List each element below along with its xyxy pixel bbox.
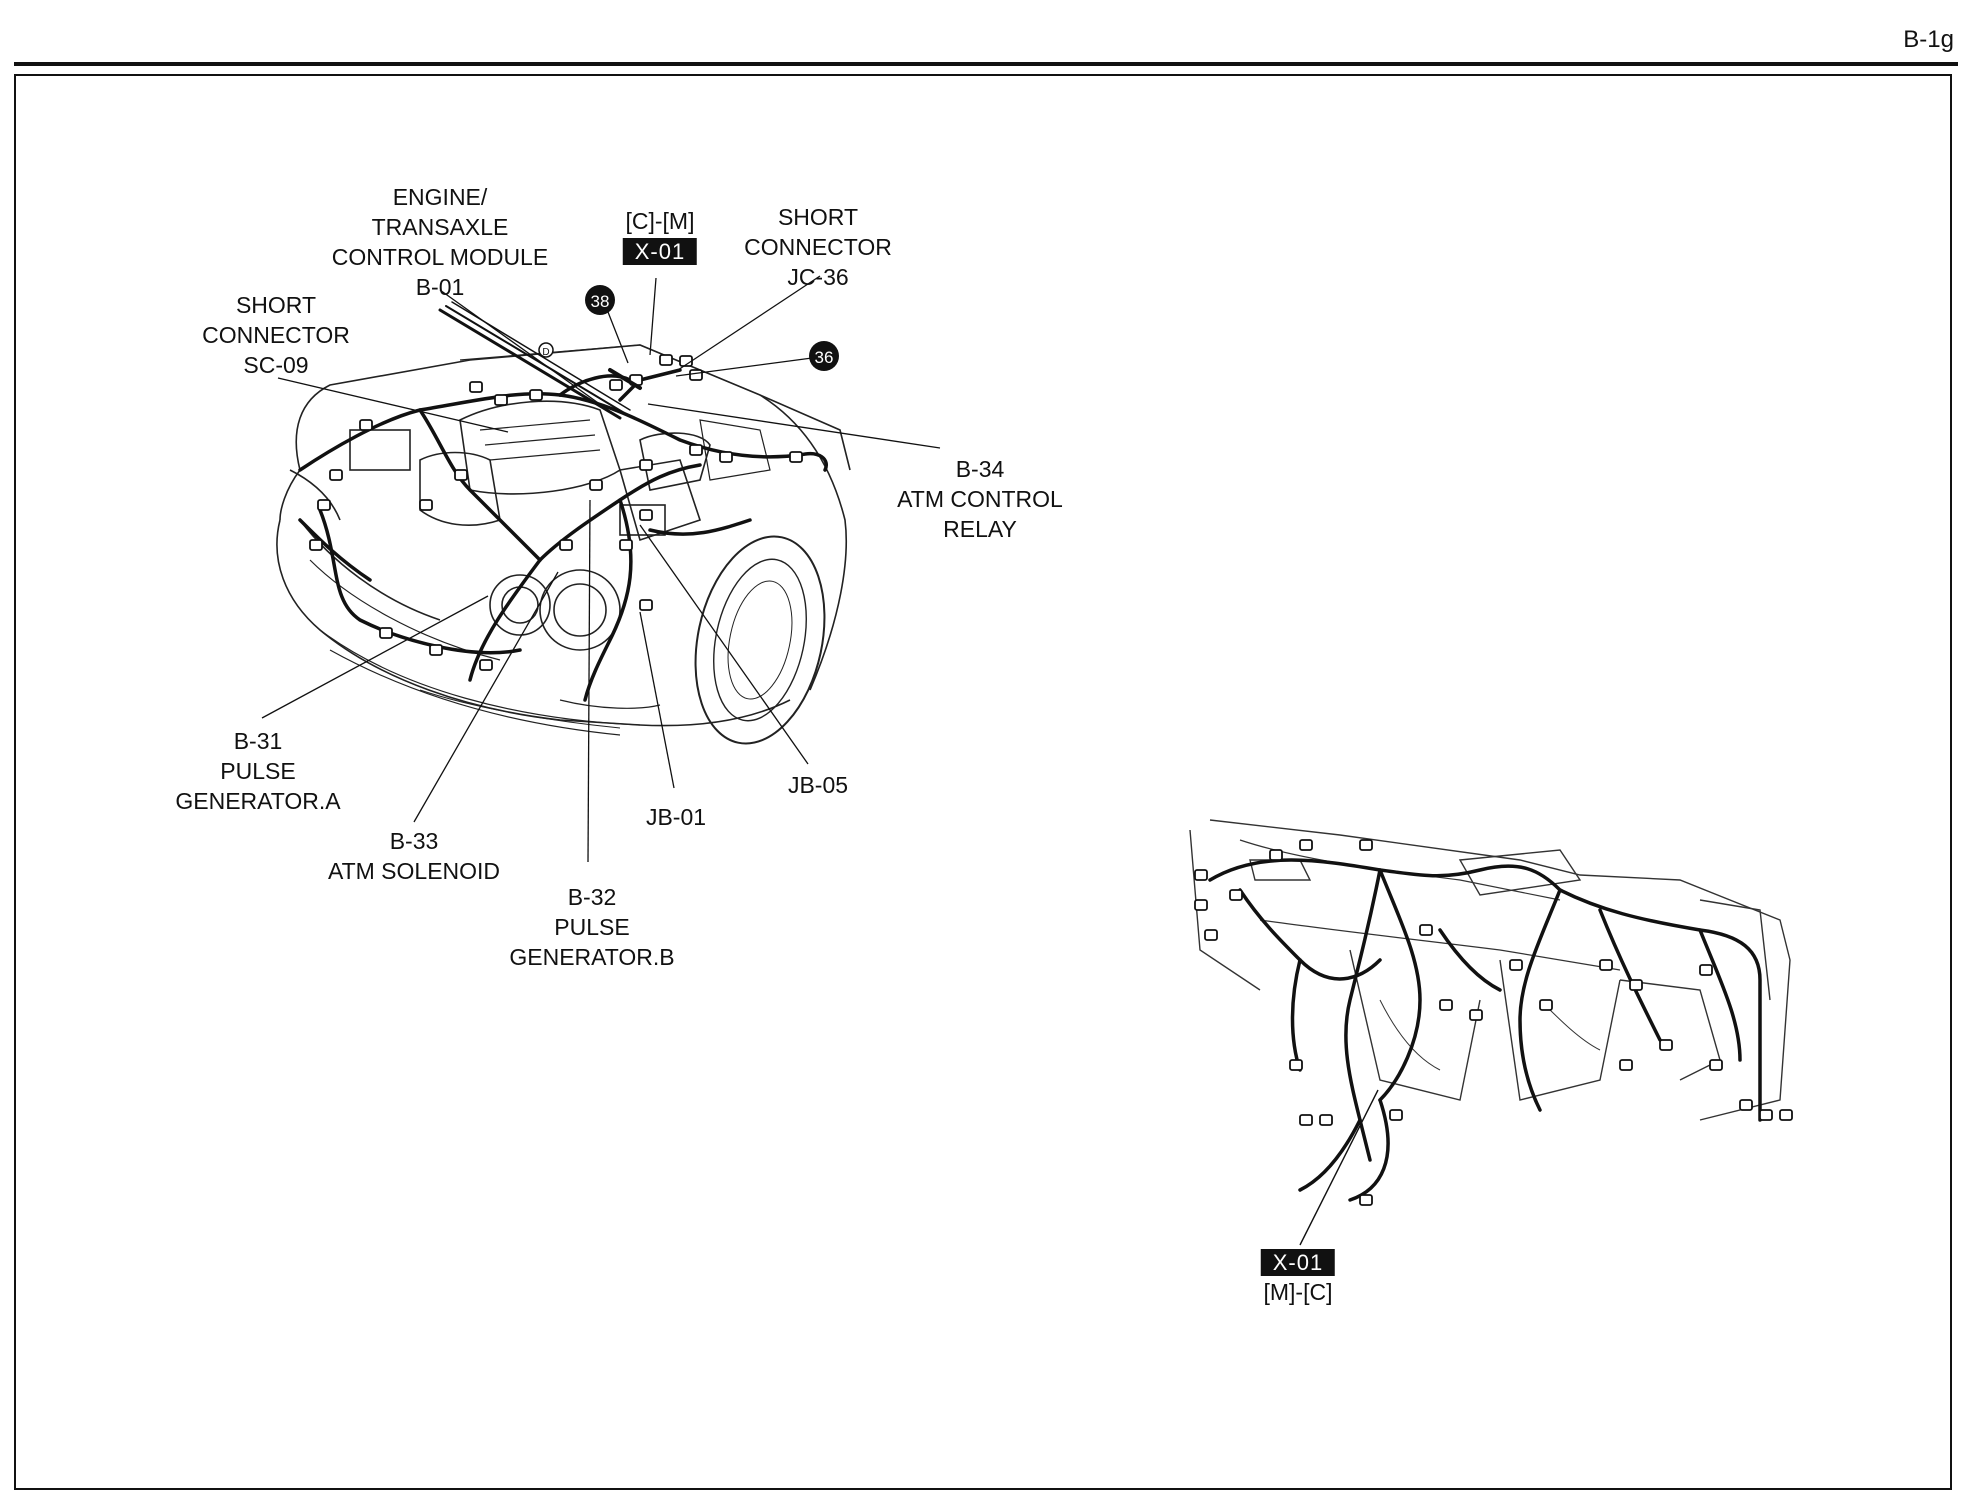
page-id: B-1g [1903,26,1954,53]
label-jc36-line3: JC-36 [787,264,849,290]
ground-marker-d [538,342,554,358]
label-b32-line2: PULSE [554,914,630,940]
leader-b32 [587,499,591,863]
leader-b33 [413,571,559,823]
label-jc36-line1: SHORT [777,204,859,230]
leader-sc09 [277,377,509,433]
label-b34-line1: B-34 [955,456,1005,482]
label-b34-line2: ATM CONTROL [897,486,1063,512]
x01-bottom-badge: X-01 [1260,1249,1336,1276]
label-x01-bottom: X-01 [M]-[C] [1260,1247,1336,1307]
diagram-frame [14,74,1952,1490]
engine-harness [298,368,828,702]
label-jb05-text: JB-05 [787,772,849,798]
label-x01-top-range: [C]-[M] [625,208,695,234]
top-rule [14,62,1958,66]
leader-jc36 [677,275,821,371]
label-b32-line3: GENERATOR.B [509,944,675,970]
label-jb05: JB-05 [788,770,848,800]
leader-g36 [675,357,813,377]
ground-marker-36 [809,341,839,371]
label-b32-line1: B-32 [567,884,617,910]
label-ecm-b01: ENGINE/ TRANSAXLE CONTROL MODULE B-01 [332,182,548,302]
dashboard-drawing [1189,819,1791,1121]
label-b31-line3: GENERATOR.A [175,788,341,814]
label-jb01: JB-01 [646,802,706,832]
x01-top-badge: X-01 [622,238,698,265]
ground-d-label: D [542,347,549,358]
label-sc09-line2: CONNECTOR [202,322,350,348]
dashboard-harness [1208,858,1762,1202]
leader-x01-top [649,277,657,356]
ground-36-label: 36 [815,348,834,367]
label-b31-line1: B-31 [233,728,283,754]
leader-g38 [607,311,629,364]
engine-leader-lines [261,275,941,863]
leader-jb05 [639,524,809,765]
label-x01-bottom-range: [M]-[C] [1263,1279,1333,1305]
label-b32: B-32 PULSE GENERATOR.B [509,882,674,972]
label-sc09-line3: SC-09 [243,352,309,378]
label-ecm-line3: CONTROL MODULE [331,244,549,270]
label-b34: B-34 ATM CONTROL RELAY [897,454,1063,544]
label-b33-line2: ATM SOLENOID [327,858,501,884]
engine-connectors [309,354,803,671]
leader-b34 [647,403,941,449]
label-ecm-line2: TRANSAXLE [371,214,509,240]
label-b33: B-33 ATM SOLENOID [328,826,500,886]
label-b31: B-31 PULSE GENERATOR.A [175,726,340,816]
label-b33-line1: B-33 [389,828,439,854]
label-jb01-text: JB-01 [645,804,707,830]
label-b34-line3: RELAY [943,516,1017,542]
dashboard-connectors [1194,839,1793,1206]
label-b31-line2: PULSE [220,758,296,784]
label-ecm-line1: ENGINE/ [392,184,488,210]
label-ecm-line4: B-01 [415,274,465,300]
label-sc09-line1: SHORT [235,292,317,318]
leader-b31 [261,595,489,719]
ground-marker-38 [585,285,615,315]
leader-ecm [439,289,616,416]
label-jc36-line2: CONNECTOR [744,234,892,260]
label-x01-top: [C]-[M] X-01 [622,206,698,266]
label-jc36: SHORT CONNECTOR JC-36 [744,202,892,292]
ground-38-label: 38 [591,292,610,311]
label-sc09: SHORT CONNECTOR SC-09 [202,290,350,380]
leader-x01-bottom [1299,1089,1379,1246]
leader-jb01 [639,611,675,789]
